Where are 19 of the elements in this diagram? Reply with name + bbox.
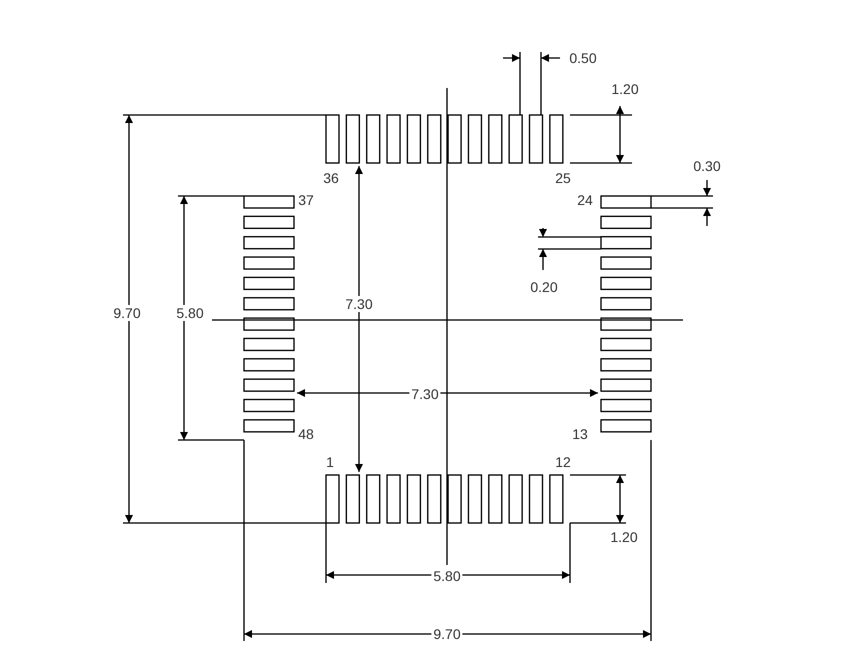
dimension-value: 7.30 <box>343 296 375 312</box>
dimension-value: 7.30 <box>409 386 441 402</box>
pin-number: 13 <box>571 426 589 442</box>
pin-number: 24 <box>576 192 594 208</box>
dimension-value: 0.50 <box>568 50 598 66</box>
pin-number: 37 <box>297 192 315 208</box>
dimension-value: 5.80 <box>431 568 463 584</box>
dimension-value: 0.20 <box>529 279 559 295</box>
dimension-value: 1.20 <box>610 81 640 97</box>
dimension-value: 0.30 <box>692 158 722 174</box>
dimension-value: 9.70 <box>111 305 143 321</box>
dimension-value: 9.70 <box>431 626 463 642</box>
pin-number: 1 <box>325 454 335 470</box>
pin-number: 12 <box>554 454 572 470</box>
dimension-value: 5.80 <box>174 305 206 321</box>
pin-number: 36 <box>322 170 340 186</box>
pin-number: 48 <box>297 426 315 442</box>
pin-number: 25 <box>554 170 572 186</box>
dimension-value: 1.20 <box>609 529 639 545</box>
